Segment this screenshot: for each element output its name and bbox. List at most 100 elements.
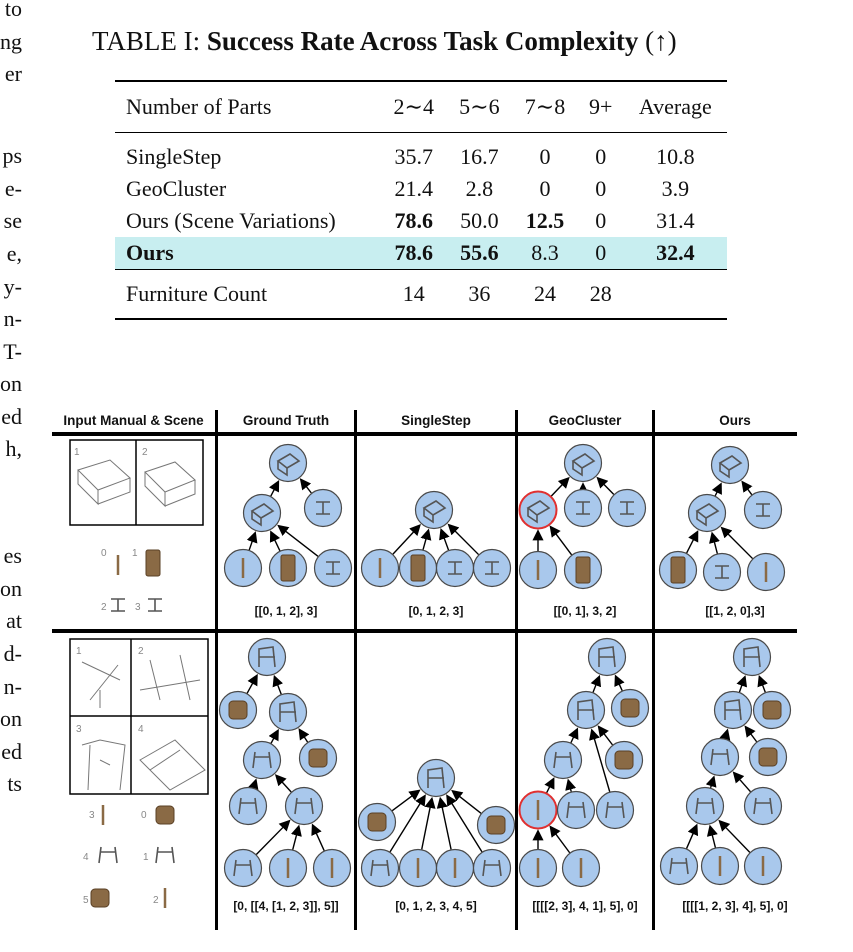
sequence-label: [[0, 1], 3, 2] [553, 604, 617, 618]
header-cell: 7∼8 [512, 80, 578, 133]
figure-header-singlestep: SingleStep [401, 413, 471, 428]
part-glyph [228, 700, 248, 720]
tree-node [228, 786, 268, 826]
tree-edge [268, 728, 279, 744]
part-glyph [252, 751, 272, 769]
tree-edge [614, 674, 625, 691]
left-column-fragment: h, [5, 436, 23, 461]
tree-edge [549, 525, 573, 556]
tree-edge [568, 727, 579, 744]
part-number: 2 [101, 602, 107, 613]
figure-column-divider [354, 410, 357, 930]
tree-edge [246, 673, 258, 694]
tree-edge [298, 728, 310, 743]
table-caption: TABLE I: Success Rate Across Task Comple… [92, 26, 677, 57]
row-name: Furniture Count [115, 269, 381, 320]
part-glyph [111, 598, 125, 612]
part-glyph [695, 797, 715, 815]
tree-node [242, 493, 282, 533]
manual-panel-row2: 1 2 3 4 [69, 638, 209, 795]
table-cell: 12.5 [525, 208, 565, 233]
part-glyph [553, 751, 573, 769]
tree-edge [246, 531, 258, 551]
tree-node [710, 445, 750, 485]
part-glyph [710, 748, 730, 766]
tree-edge [685, 823, 699, 849]
manual-step-number: 3 [76, 724, 82, 735]
left-column-fragment: at [6, 608, 22, 633]
part-glyph [762, 700, 782, 720]
part-glyph [148, 598, 162, 612]
tree-edge [544, 777, 555, 794]
tree-edge [269, 480, 280, 497]
part-glyph [485, 561, 499, 575]
tree-edge [720, 526, 754, 560]
part-glyph [669, 857, 689, 875]
left-column-fragment: on [0, 576, 22, 601]
part-glyph [526, 500, 551, 524]
table-cell: 50.0 [460, 208, 499, 233]
manual-step-number: 2 [138, 646, 144, 657]
part-glyph [276, 453, 301, 477]
part-glyph [145, 549, 161, 577]
tree-edge [277, 524, 319, 557]
table-cell: 0 [595, 208, 607, 233]
manual-step-number: 4 [138, 724, 144, 735]
part-glyph [575, 556, 591, 584]
tree-edge [447, 523, 480, 556]
figure-row-divider [52, 629, 797, 633]
part-glyph [280, 554, 296, 582]
results-table: Number of Parts 2∼4 5∼6 7∼8 9+ Average S… [115, 80, 727, 320]
tree-node [242, 740, 282, 780]
tree-edge [436, 796, 452, 850]
part-number: 2 [153, 895, 159, 906]
table-cell: 2.8 [465, 176, 494, 201]
tree-edge [299, 478, 312, 494]
part-number: 0 [141, 810, 147, 821]
part-glyph [695, 503, 720, 527]
left-column-fragment: se [3, 208, 22, 233]
part-number: 1 [132, 548, 138, 559]
error-node [518, 490, 558, 530]
left-column-fragment: ed [1, 404, 22, 429]
tree-edge [391, 789, 421, 812]
part-glyph [238, 797, 258, 815]
tree-edge [565, 778, 577, 792]
part-number: 1 [143, 852, 149, 863]
table-cell: 8.3 [512, 237, 578, 270]
tree-edge [597, 725, 614, 746]
table-header-row: Number of Parts 2∼4 5∼6 7∼8 9+ Average [115, 80, 727, 133]
part-glyph [486, 815, 506, 835]
part-number: 0 [101, 548, 107, 559]
table-cell [623, 269, 727, 320]
left-column-fragment: ts [7, 771, 22, 796]
part-glyph [482, 859, 502, 877]
part-glyph [279, 701, 297, 723]
left-column-fragment: ps [2, 143, 22, 168]
figure-column-divider [515, 410, 518, 930]
tree-edge [709, 531, 720, 554]
table-cell: 3.9 [661, 176, 690, 201]
tree-edge [272, 674, 284, 695]
table-cell: 28 [577, 269, 624, 320]
table-cell: 32.4 [623, 237, 727, 270]
table-row: Ours (Scene Variations) 78.6 50.0 12.5 0… [115, 205, 727, 237]
part-glyph [718, 455, 743, 479]
table-row: SingleStep 35.7 16.7 0 0 10.8 [115, 133, 727, 174]
part-glyph [98, 846, 118, 864]
caption-title: Success Rate Across Task Complexity [206, 26, 639, 56]
left-column-fragment: e, [6, 241, 22, 266]
tree-node [563, 443, 603, 483]
manual-step-number: 1 [74, 447, 80, 458]
part-glyph [620, 698, 640, 718]
part-glyph [90, 888, 110, 908]
sequence-label: [[[[2, 3], 4, 1], 5], 0] [532, 899, 638, 913]
table-cell: 0 [539, 144, 551, 169]
part-glyph [316, 501, 330, 515]
tree-edge [590, 674, 602, 693]
tree-edge [741, 480, 753, 496]
table-cell: 0 [595, 144, 607, 169]
tree-edge [255, 819, 291, 855]
tree-edge [706, 824, 718, 848]
table-cell: 24 [512, 269, 578, 320]
